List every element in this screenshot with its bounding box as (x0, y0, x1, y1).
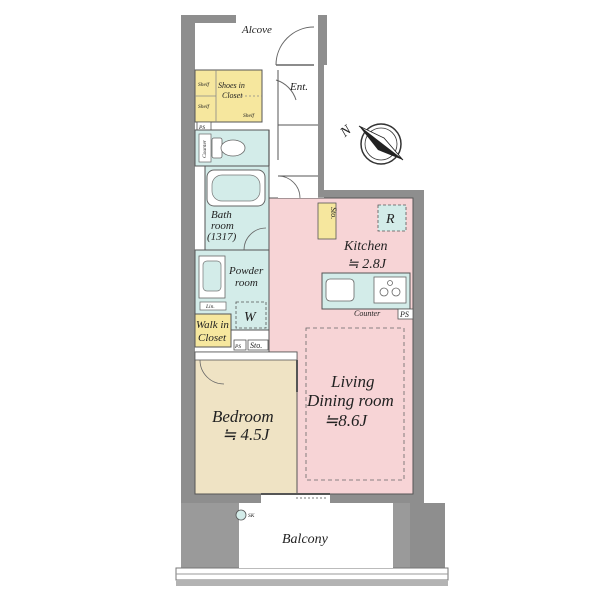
powder-label-2: room (235, 277, 258, 289)
kitchen-label: Kitchen (343, 239, 388, 254)
walk-in-label-1: Walk in (196, 319, 229, 331)
sk-label: SK (248, 513, 255, 519)
shoes-closet: Shelf Shelf Shelf Shoes in Closet (194, 69, 263, 123)
living-label-2: Dining room (306, 391, 394, 410)
shelf-label-3: Shelf (243, 112, 255, 119)
alcove-area: Alcove (236, 23, 318, 66)
bath-room: Bath room (1317) (204, 165, 270, 251)
toilet-counter-label: Counter (202, 139, 208, 158)
bedroom: Bedroom ≒ 4.5J (194, 351, 330, 499)
refrigerator-label: R (385, 212, 395, 227)
compass-icon: N (337, 122, 404, 166)
toilet-room: Counter (194, 129, 270, 167)
kitchen-sto-label: Sto. (329, 207, 338, 219)
shelf-label-2: Shelf (198, 103, 210, 110)
living-size: ≒8.6J (324, 411, 369, 430)
ps-mid-label: PS (234, 344, 241, 350)
bedroom-size: ≒ 4.5J (222, 425, 271, 444)
entrance-label: Ent. (289, 81, 308, 93)
sto-mid-label: Sto. (250, 341, 262, 350)
shoes-closet-label-1: Shoes in (218, 81, 245, 90)
entrance-area: Ent. (262, 70, 318, 160)
balcony: SK Balcony (235, 503, 393, 568)
compass-north-label: N (337, 122, 355, 141)
bath-label-1: Bath (211, 209, 232, 221)
powder-label-1: Powder (228, 265, 264, 277)
ps-kitchen-label: PS (399, 310, 409, 319)
living-label-1: Living (330, 372, 374, 391)
walk-in-label-2: Closet (198, 332, 227, 344)
ps-top-label: PS (198, 125, 205, 131)
linen-label: Lin. (205, 304, 215, 310)
kitchen-size: ≒ 2.8J (347, 257, 387, 272)
shelf-label-1: Shelf (198, 81, 210, 88)
walk-in-closet: Walk in Closet (194, 313, 232, 348)
walls (175, 15, 449, 586)
bath-label-2: room (211, 220, 234, 232)
counter-label: Counter (354, 309, 381, 318)
alcove-label: Alcove (241, 24, 272, 36)
bedroom-label: Bedroom (212, 407, 274, 426)
balcony-label: Balcony (282, 532, 329, 547)
ps-sto-strip: PS Sto. (233, 339, 269, 351)
washer-label: W (244, 310, 257, 325)
shoes-closet-label-2: Closet (222, 91, 243, 100)
bath-size: (1317) (207, 231, 237, 243)
